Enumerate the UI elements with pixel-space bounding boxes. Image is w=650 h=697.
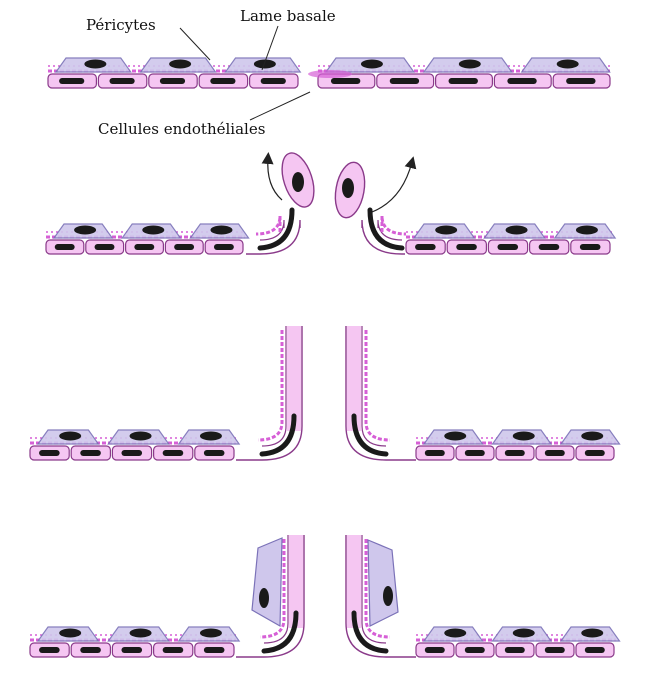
- endothelial-nucleus: [497, 244, 518, 250]
- endothelial-nucleus: [449, 78, 478, 84]
- pointer-endothelial: [250, 92, 310, 120]
- endothelial-nucleus: [566, 78, 595, 84]
- pericyte-nucleus: [74, 226, 96, 235]
- pericyte-nucleus: [576, 226, 598, 235]
- endothelial-nucleus: [425, 647, 445, 653]
- panel-pericyte-recruitment: [30, 535, 620, 657]
- curved-arrow-icon: [268, 158, 282, 200]
- pericyte-nucleus: [383, 586, 393, 606]
- pericytes-label: Péricytes: [86, 16, 156, 34]
- endothelial-nucleus: [456, 244, 477, 250]
- detached-cell-nucleus: [342, 178, 354, 198]
- pericyte-nucleus: [581, 432, 603, 441]
- basement-membrane: [258, 330, 282, 440]
- endothelial-nucleus: [465, 450, 485, 456]
- pericyte-nucleus: [361, 60, 383, 69]
- pericyte-nucleus: [513, 629, 535, 638]
- pericyte-nucleus: [513, 432, 535, 441]
- endothelial-nucleus: [415, 244, 436, 250]
- pericyte-nucleus: [59, 432, 81, 441]
- endothelial-nucleus: [585, 450, 605, 456]
- endothelial-nucleus: [331, 78, 360, 84]
- endothelial-nucleus: [109, 78, 134, 84]
- endothelial-nucleus: [507, 78, 536, 84]
- endothelial-nucleus: [160, 78, 185, 84]
- pericyte-nucleus: [444, 629, 466, 638]
- endothelial-nucleus: [163, 647, 184, 653]
- pericyte-nucleus: [142, 226, 164, 235]
- pointer-pericytes: [180, 28, 210, 60]
- detached-cell-nucleus: [292, 172, 304, 192]
- endothelial-nucleus: [55, 244, 75, 250]
- endothelial-nucleus: [580, 244, 601, 250]
- endothelial-nucleus: [390, 78, 419, 84]
- endothelial-nucleus: [425, 450, 445, 456]
- endothelial-nucleus: [134, 244, 154, 250]
- endothelial-nucleus: [505, 647, 525, 653]
- endothelial-nucleus: [39, 450, 60, 456]
- basement-membrane: [382, 216, 406, 234]
- panel-sprouting: [30, 326, 620, 460]
- pericyte-nucleus: [59, 629, 81, 638]
- endothelial-nucleus: [80, 647, 101, 653]
- pericyte-nucleus: [506, 226, 528, 235]
- pericyte-nucleus: [130, 629, 152, 638]
- curved-arrow-icon: [372, 162, 412, 212]
- endothelial-nucleus: [539, 244, 560, 250]
- endothelial-nucleus: [465, 647, 485, 653]
- label-pointers: [180, 26, 310, 120]
- pericyte-nucleus: [200, 432, 222, 441]
- pericyte-nucleus: [210, 226, 232, 235]
- endothelial-nucleus: [505, 450, 525, 456]
- endothelial-nucleus: [80, 450, 101, 456]
- endothelial-cells-label: Cellules endothéliales: [98, 120, 265, 138]
- endothelial-nucleus: [39, 647, 60, 653]
- pericyte-nucleus: [200, 629, 222, 638]
- endothelial-nucleus: [121, 450, 142, 456]
- pericyte: [252, 538, 282, 626]
- endothelial-nucleus: [174, 244, 194, 250]
- endothelial-nucleus: [260, 210, 292, 248]
- pericyte-nucleus: [84, 60, 106, 69]
- endothelial-nucleus: [204, 647, 225, 653]
- endothelial-nucleus: [585, 647, 605, 653]
- endothelial-nucleus: [545, 450, 565, 456]
- basement-membrane-label: Lame basale: [240, 7, 336, 25]
- pericyte-nucleus: [259, 588, 269, 608]
- endothelial-nucleus: [261, 78, 286, 84]
- endothelial-nucleus: [370, 210, 402, 248]
- pericyte: [368, 540, 398, 626]
- pericyte-nucleus: [169, 60, 191, 69]
- panel-pericyte-detachment: [46, 149, 615, 254]
- pericyte-nucleus: [130, 432, 152, 441]
- pericyte-nucleus: [581, 629, 603, 638]
- panel-intact-vessel: [48, 58, 612, 88]
- endothelial-nucleus: [210, 78, 235, 84]
- basement-membrane: [256, 216, 280, 234]
- endothelial-nucleus: [214, 244, 234, 250]
- membrane-degradation: [308, 70, 352, 78]
- pericyte-nucleus: [557, 60, 579, 69]
- endothelial-nucleus: [545, 647, 565, 653]
- pericyte-nucleus: [435, 226, 457, 235]
- endothelial-nucleus: [163, 450, 184, 456]
- pericyte-nucleus: [459, 60, 481, 69]
- endothelial-nucleus: [121, 647, 142, 653]
- endothelial-nucleus: [95, 244, 115, 250]
- basement-membrane: [366, 330, 390, 440]
- endothelial-nucleus: [204, 450, 225, 456]
- endothelial-nucleus: [59, 78, 84, 84]
- pericyte-nucleus: [444, 432, 466, 441]
